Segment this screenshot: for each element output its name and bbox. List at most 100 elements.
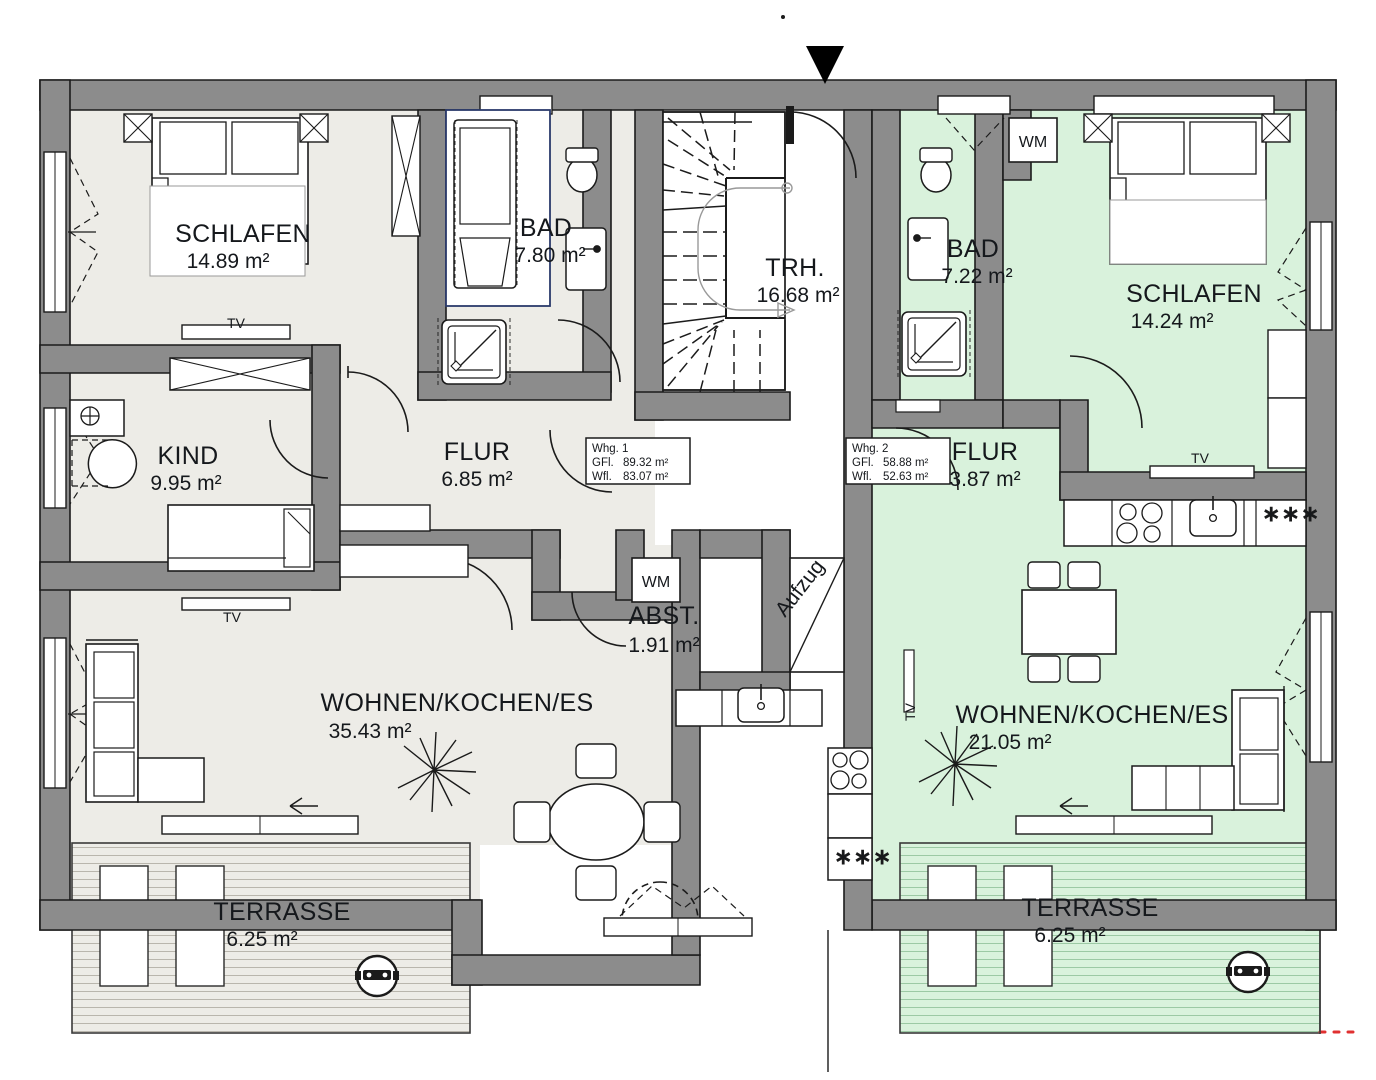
bathroom-right (897, 147, 971, 378)
room-area: 6.25 m² (226, 928, 297, 951)
apt1-wfl-value: 83.07 m² (623, 471, 669, 483)
fridge-right-marker: ∗∗∗ (1262, 501, 1320, 526)
terrace-left-umbrella (355, 954, 399, 998)
room-name: SCHLAFEN (1126, 280, 1262, 308)
room-name: FLUR (952, 438, 1018, 466)
apt1-tag: Whg. 1 (592, 443, 628, 455)
washbasin-right (907, 217, 949, 281)
wm-right-label: WM (1019, 134, 1047, 151)
tv-board-schlafen-left (181, 324, 291, 340)
room-name: BAD (520, 214, 572, 242)
room-label-abst: ABST. 1.91 m² (628, 602, 699, 657)
room-area: 7.80 m² (514, 244, 585, 267)
room-name: BAD (947, 235, 999, 263)
dining-set-right (1021, 561, 1117, 683)
apt2-gfl-label: GFl. (852, 457, 874, 469)
tv-label-wohnen-right: TV (902, 702, 918, 721)
kitchen-right: ∗∗∗ (1063, 496, 1320, 547)
room-label-kind: KIND 9.95 m² (150, 442, 221, 495)
room-label-wohnen-left: WOHNEN/KOCHEN/ES 35.43 m² (321, 689, 594, 743)
window-wohnen-right (1275, 611, 1333, 763)
sideboard-flur-1 (339, 504, 431, 532)
tv-label-flur-right: TV (1191, 450, 1210, 466)
apt1-wfl-label: Wfl. (592, 471, 612, 483)
room-labels: SCHLAFEN 14.89 m² BAD 7.80 m² KIND 9.95 … (149, 185, 1267, 951)
stove-right (1116, 502, 1163, 544)
room-name: FLUR (444, 438, 510, 466)
room-label-bad-right: BAD 7.22 m² (941, 235, 1012, 288)
staircase (662, 111, 796, 393)
room-area: 35.43 m² (329, 720, 412, 743)
room-area: 6.25 m² (1034, 924, 1105, 947)
room-name: TERRASSE (213, 898, 350, 926)
room-area: 21.05 m² (969, 731, 1052, 754)
room-area: 9.95 m² (150, 472, 221, 495)
wm-right-box: WM (1008, 117, 1058, 163)
room-area: 14.89 m² (187, 250, 270, 273)
room-area: 1.91 m² (628, 634, 699, 657)
furniture-left: ∗∗∗ (69, 113, 892, 901)
wm-abst-box: WM (631, 557, 681, 603)
washbasin-left (565, 227, 607, 291)
apt2-wfl-value: 52.63 m² (883, 471, 929, 483)
north-arrow-triangle (781, 15, 844, 84)
room-name: TERRASSE (1021, 894, 1158, 922)
window-slot-right (903, 649, 915, 713)
bathroom-left (437, 109, 607, 386)
room-label-bad-left: BAD 7.80 m² (514, 214, 585, 267)
apt2-gfl-value: 58.88 m² (883, 457, 929, 469)
fridge-left-marker: ∗∗∗ (834, 844, 892, 869)
wm-abst-label: WM (642, 574, 670, 591)
sideboard-flur-2 (339, 544, 469, 578)
room-label-trh: TRH. 16.68 m² (757, 254, 840, 307)
apt1-gfl-value: 89.32 m² (623, 457, 669, 469)
apt2-wfl-label: Wfl. (852, 471, 872, 483)
room-area: 3.87 m² (949, 468, 1020, 491)
kitchen-left: ∗∗∗ (675, 684, 892, 881)
room-label-terrasse-right: TERRASSE 6.25 m² (1021, 894, 1158, 947)
wc-left (565, 147, 599, 193)
wc-right (919, 147, 953, 193)
entrance-door (786, 106, 857, 179)
room-area: 6.85 m² (441, 468, 512, 491)
room-name: WOHNEN/KOCHEN/ES (321, 689, 594, 717)
window-schlafen-right-top (1093, 95, 1275, 115)
room-area: 14.24 m² (1131, 310, 1214, 333)
shower-left (437, 318, 511, 386)
desk-kind (69, 399, 138, 489)
room-label-flur-left: FLUR 6.85 m² (441, 438, 512, 491)
room-label-wohnen-right: WOHNEN/KOCHEN/ES 21.05 m² (956, 701, 1229, 754)
tv-label-wohnen-left: TV (223, 609, 242, 625)
terrace-right-umbrella (1226, 950, 1270, 994)
dining-set-left (513, 743, 681, 901)
room-label-schlafen-right: SCHLAFEN 14.24 m² (1109, 199, 1267, 333)
room-name: SCHLAFEN (175, 220, 311, 248)
room-label-terrasse-left: TERRASSE 6.25 m² (213, 898, 350, 951)
wardrobe-schlafen-right (1267, 329, 1307, 469)
room-label-schlafen-left: SCHLAFEN 14.89 m² (149, 185, 311, 277)
wardrobe-schlafen-left (391, 115, 421, 237)
room-label-flur-right: FLUR 3.87 m² (949, 438, 1020, 491)
windows (43, 95, 1333, 937)
elevator: Aufzug (771, 555, 845, 673)
fridge-left (827, 837, 873, 881)
bed-kind (167, 504, 315, 572)
tv-label-schlafen-left: TV (227, 315, 246, 331)
window-schlafen-right (1276, 221, 1333, 331)
room-area: 7.22 m² (941, 265, 1012, 288)
apartment-tag-1: Whg. 1 GFl. 89.32 m² Wfl. 83.07 m² (585, 437, 691, 485)
room-name: ABST. (629, 602, 700, 630)
room-name: TRH. (765, 254, 825, 282)
room-name: KIND (158, 442, 219, 470)
window-bad-right-small (895, 399, 941, 413)
terrace-door-left-lower (603, 885, 753, 937)
room-name: WOHNEN/KOCHEN/ES (956, 701, 1229, 729)
sink-right (1189, 496, 1237, 537)
room-area: 16.68 m² (757, 284, 840, 307)
tv-board-wohnen-left (181, 597, 291, 611)
terrace-door-right (1015, 797, 1213, 835)
sofa-right (1131, 686, 1285, 812)
terrace-right (899, 842, 1362, 1034)
